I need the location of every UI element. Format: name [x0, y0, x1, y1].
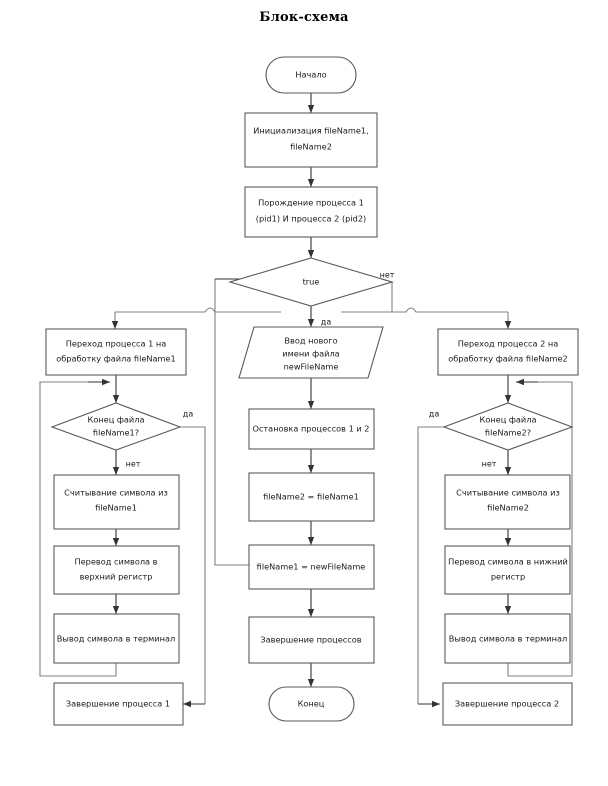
node-p1read-label-line1: Считывание символа из [64, 488, 168, 498]
node-assign2[interactable]: fileName2 = fileName1 [248, 472, 375, 522]
node-p1switch-label-line1: Переход процесса 1 на [66, 339, 167, 349]
node-p2eof-label-line1: Конец файла [480, 415, 537, 425]
edge-label-p1eof-yes: да [183, 410, 194, 419]
edge-label-p1eof-no: нет [126, 460, 141, 469]
node-p2read-label-line2: fileName2 [487, 503, 529, 513]
edge-label-loop-yes: да [321, 318, 332, 327]
node-end-label: Конец [298, 699, 325, 709]
page-title: Блок-схема [259, 10, 349, 25]
node-p2read[interactable]: Считывание символа из fileName2 [444, 474, 571, 530]
node-p2end-label: Завершение процесса 2 [455, 699, 559, 709]
node-init-label-line1: Инициализация fileName1, [253, 126, 369, 136]
node-p1end-label: Завершение процесса 1 [66, 699, 170, 709]
node-p1eof-decision[interactable]: Конец файла fileName1? [50, 402, 182, 451]
node-finish-label: Завершение процессов [260, 635, 361, 645]
node-p2print-label: Вывод символа в терминал [449, 634, 567, 644]
node-assign1-label: fileName1 = newFileName [257, 562, 366, 572]
node-p2lower[interactable]: Перевод символа в нижний регистр [444, 545, 571, 595]
node-init[interactable]: Инициализация fileName1, fileName2 [244, 112, 378, 168]
node-init-label-line2: fileName2 [290, 142, 332, 152]
node-p2lower-label-line1: Перевод символа в нижний [448, 557, 568, 567]
node-input-label-line1: Ввод нового [284, 336, 337, 346]
node-loop-decision[interactable]: true [228, 257, 394, 307]
node-p2read-label-line1: Считывание символа из [456, 488, 560, 498]
node-p2eof-label-line2: fileName2? [485, 428, 531, 438]
node-p2switch-label-line1: Переход процесса 2 на [458, 339, 559, 349]
node-p1eof-label-line2: fileName1? [93, 428, 139, 438]
edge-label-loop-no: нет [380, 271, 395, 280]
node-end[interactable]: Конец [268, 686, 355, 722]
node-stop[interactable]: Остановка процессов 1 и 2 [248, 408, 375, 450]
connectors [39, 93, 573, 708]
node-assign2-label: fileName2 = fileName1 [263, 492, 359, 502]
node-p1upper-label-line1: Перевод символа в [74, 557, 157, 567]
node-assign1[interactable]: fileName1 = newFileName [248, 544, 375, 590]
node-input-label-line3: newFileName [284, 362, 339, 372]
node-stop-label: Остановка процессов 1 и 2 [252, 424, 369, 434]
node-p1print[interactable]: Вывод символа в терминал [53, 613, 180, 664]
node-p2end[interactable]: Завершение процесса 2 [442, 682, 573, 726]
node-start-label: Начало [295, 70, 326, 80]
node-loop-label: true [303, 277, 320, 287]
edge-label-p2eof-yes: да [429, 410, 440, 419]
node-finish[interactable]: Завершение процессов [248, 616, 375, 664]
edge-label-p2eof-no: нет [482, 460, 497, 469]
node-input-label-line2: имени файла [282, 349, 339, 359]
node-p1upper-label-line2: верхний регистр [80, 572, 153, 582]
node-p2print[interactable]: Вывод символа в терминал [444, 613, 571, 664]
node-p1upper[interactable]: Перевод символа в верхний регистр [53, 545, 180, 595]
node-p1eof-label-line1: Конец файла [88, 415, 145, 425]
node-p2lower-label-line2: регистр [491, 572, 525, 582]
node-p1print-label: Вывод символа в терминал [57, 634, 175, 644]
node-p1read[interactable]: Считывание символа из fileName1 [53, 474, 180, 530]
node-p1read-label-line2: fileName1 [95, 503, 137, 513]
node-p1switch-label-line2: обработку файла fileName1 [56, 354, 176, 364]
node-start[interactable]: Начало [265, 56, 357, 94]
node-p2switch-label-line2: обработку файла fileName2 [448, 354, 568, 364]
node-input[interactable]: Ввод нового имени файла newFileName [238, 326, 384, 379]
node-spawn-label-line2: (pid1) И процесса 2 (pid2) [256, 214, 366, 224]
node-p1end[interactable]: Завершение процесса 1 [53, 682, 184, 726]
node-spawn[interactable]: Порождение процесса 1 (pid1) И процесса … [244, 186, 378, 238]
node-spawn-label-line1: Порождение процесса 1 [258, 198, 364, 208]
node-p2switch[interactable]: Переход процесса 2 на обработку файла fi… [437, 328, 579, 376]
node-p2eof-decision[interactable]: Конец файла fileName2? [442, 402, 574, 451]
node-p1switch[interactable]: Переход процесса 1 на обработку файла fi… [45, 328, 187, 376]
